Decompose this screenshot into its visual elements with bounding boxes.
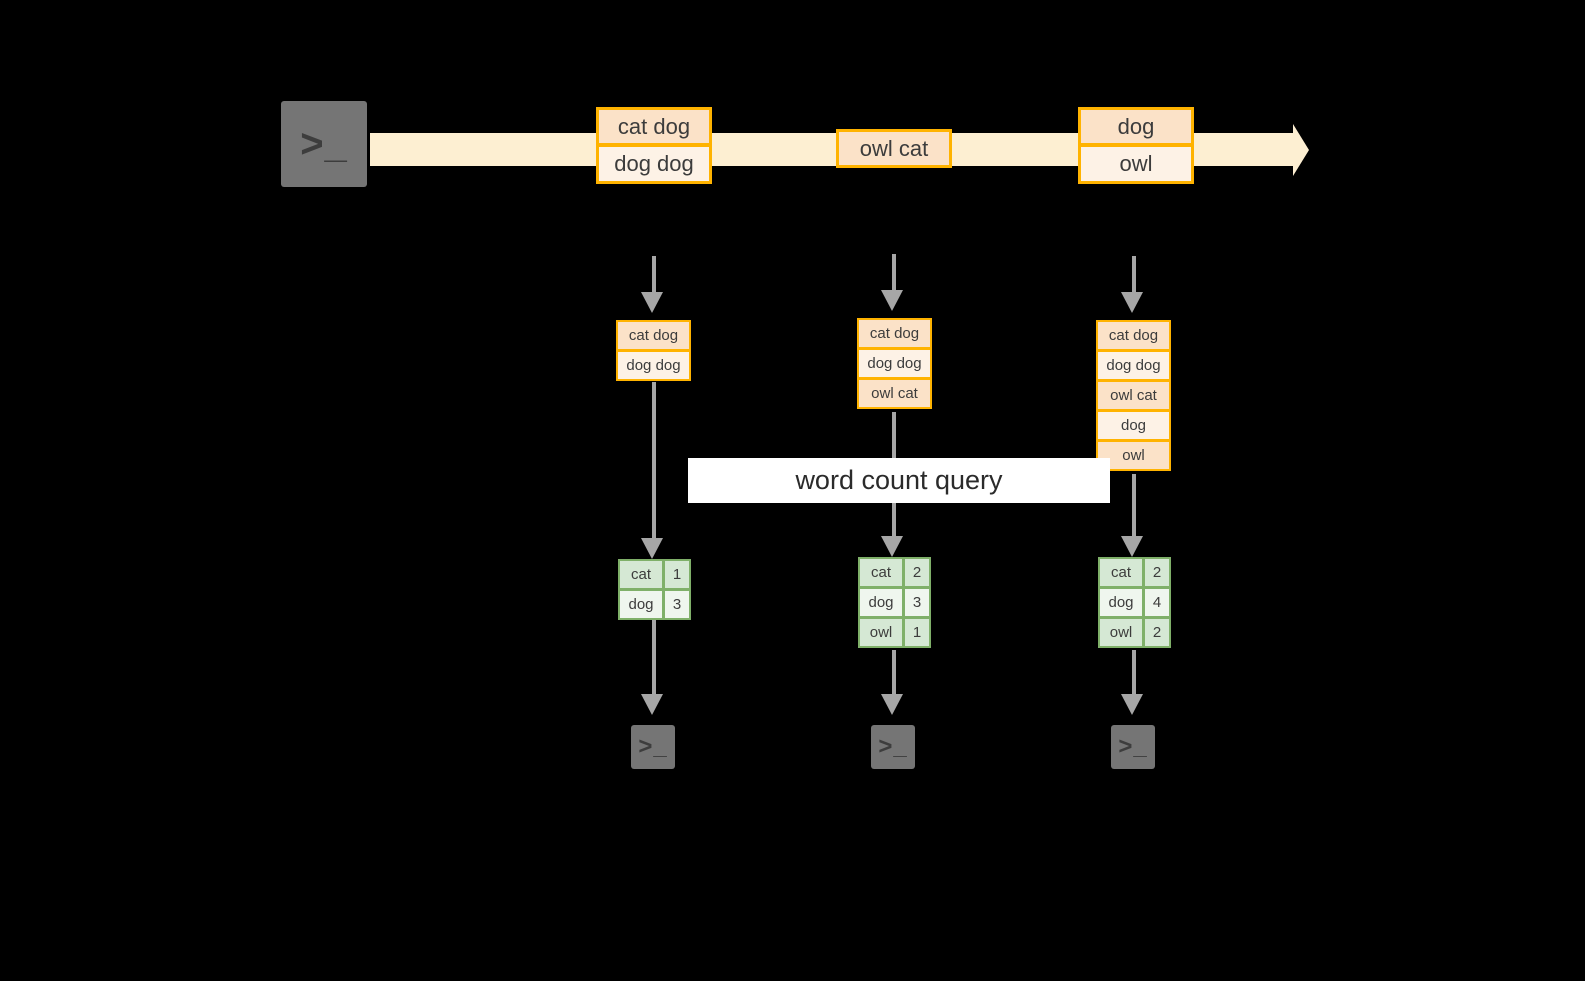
stream-cell-group-1: cat dog dog dog [596,107,712,184]
table-row: dog 4 [1098,587,1171,618]
snapshot-table-2: cat dog dog dog owl cat [857,318,932,409]
snapshot-table-1: cat dog dog dog [616,320,691,381]
table-row: dog 3 [858,587,931,618]
table-row: cat 2 [1098,557,1171,588]
stream-to-snapshot-connector-3 [1132,256,1136,294]
snapshot-row: dog dog [1096,350,1171,381]
terminal-prompt-glyph: >_ [878,733,908,760]
snapshot-row: cat dog [857,318,932,349]
result-to-sink-arrowhead-2 [881,694,903,715]
result-word-cell: owl [858,617,904,648]
stream-to-snapshot-connector-2 [892,254,896,292]
result-word-cell: dog [618,589,664,620]
stream-cell-group-3: dog owl [1078,107,1194,184]
snapshot-to-result-arrowhead-1 [641,538,663,559]
snapshot-row: cat dog [1096,320,1171,351]
result-word-cell: dog [1098,587,1144,618]
result-word-cell: cat [858,557,904,588]
snapshot-row: owl cat [857,378,932,409]
stream-cell: owl [1078,145,1194,184]
stream-cell: cat dog [596,107,712,146]
result-word-cell: owl [1098,617,1144,648]
table-row: cat 2 [858,557,931,588]
result-to-sink-arrowhead-3 [1121,694,1143,715]
result-word-cell: dog [858,587,904,618]
snapshot-to-result-arrowhead-2 [881,536,903,557]
result-count-cell: 4 [1143,587,1171,618]
snapshot-row: dog dog [616,350,691,381]
stream-cell: dog [1078,107,1194,146]
result-count-cell: 2 [1143,617,1171,648]
result-table-1: cat 1 dog 3 [618,559,691,620]
table-row: dog 3 [618,589,691,620]
stream-to-snapshot-arrowhead-1 [641,292,663,313]
stream-to-snapshot-connector-1 [652,256,656,294]
result-table-3: cat 2 dog 4 owl 2 [1098,557,1171,648]
terminal-prompt-glyph: >_ [638,733,668,760]
snapshot-to-result-arrowhead-3 [1121,536,1143,557]
result-count-cell: 1 [903,617,931,648]
snapshot-row: dog dog [857,348,932,379]
table-row: owl 2 [1098,617,1171,648]
result-count-cell: 1 [663,559,691,590]
stream-to-snapshot-arrowhead-3 [1121,292,1143,313]
result-to-sink-connector-2 [892,650,896,698]
query-label: word count query [688,458,1110,503]
stream-cell: dog dog [596,145,712,184]
result-to-sink-arrowhead-1 [641,694,663,715]
stream-cell-group-2: owl cat [836,129,952,168]
stream-to-snapshot-arrowhead-2 [881,290,903,311]
sink-terminal-icon-3: >_ [1102,716,1164,778]
result-count-cell: 3 [663,589,691,620]
snapshot-row: cat dog [616,320,691,351]
result-count-cell: 2 [903,557,931,588]
result-to-sink-connector-3 [1132,650,1136,698]
sink-terminal-icon-2: >_ [862,716,924,778]
sink-terminal-icon-1: >_ [622,716,684,778]
terminal-prompt-glyph: >_ [1118,733,1148,760]
snapshot-to-result-connector-3 [1132,474,1136,540]
table-row: owl 1 [858,617,931,648]
table-row: cat 1 [618,559,691,590]
result-word-cell: cat [618,559,664,590]
result-word-cell: cat [1098,557,1144,588]
snapshot-row: dog [1096,410,1171,441]
result-count-cell: 3 [903,587,931,618]
snapshot-table-3: cat dog dog dog owl cat dog owl [1096,320,1171,471]
result-table-2: cat 2 dog 3 owl 1 [858,557,931,648]
stream-cell: owl cat [836,129,952,168]
source-terminal-icon: >_ [272,92,376,196]
stream-arrow-head-icon [1293,124,1309,176]
result-to-sink-connector-1 [652,620,656,698]
snapshot-row: owl cat [1096,380,1171,411]
terminal-prompt-glyph: >_ [300,122,348,166]
snapshot-to-result-connector-1 [652,382,656,542]
result-count-cell: 2 [1143,557,1171,588]
